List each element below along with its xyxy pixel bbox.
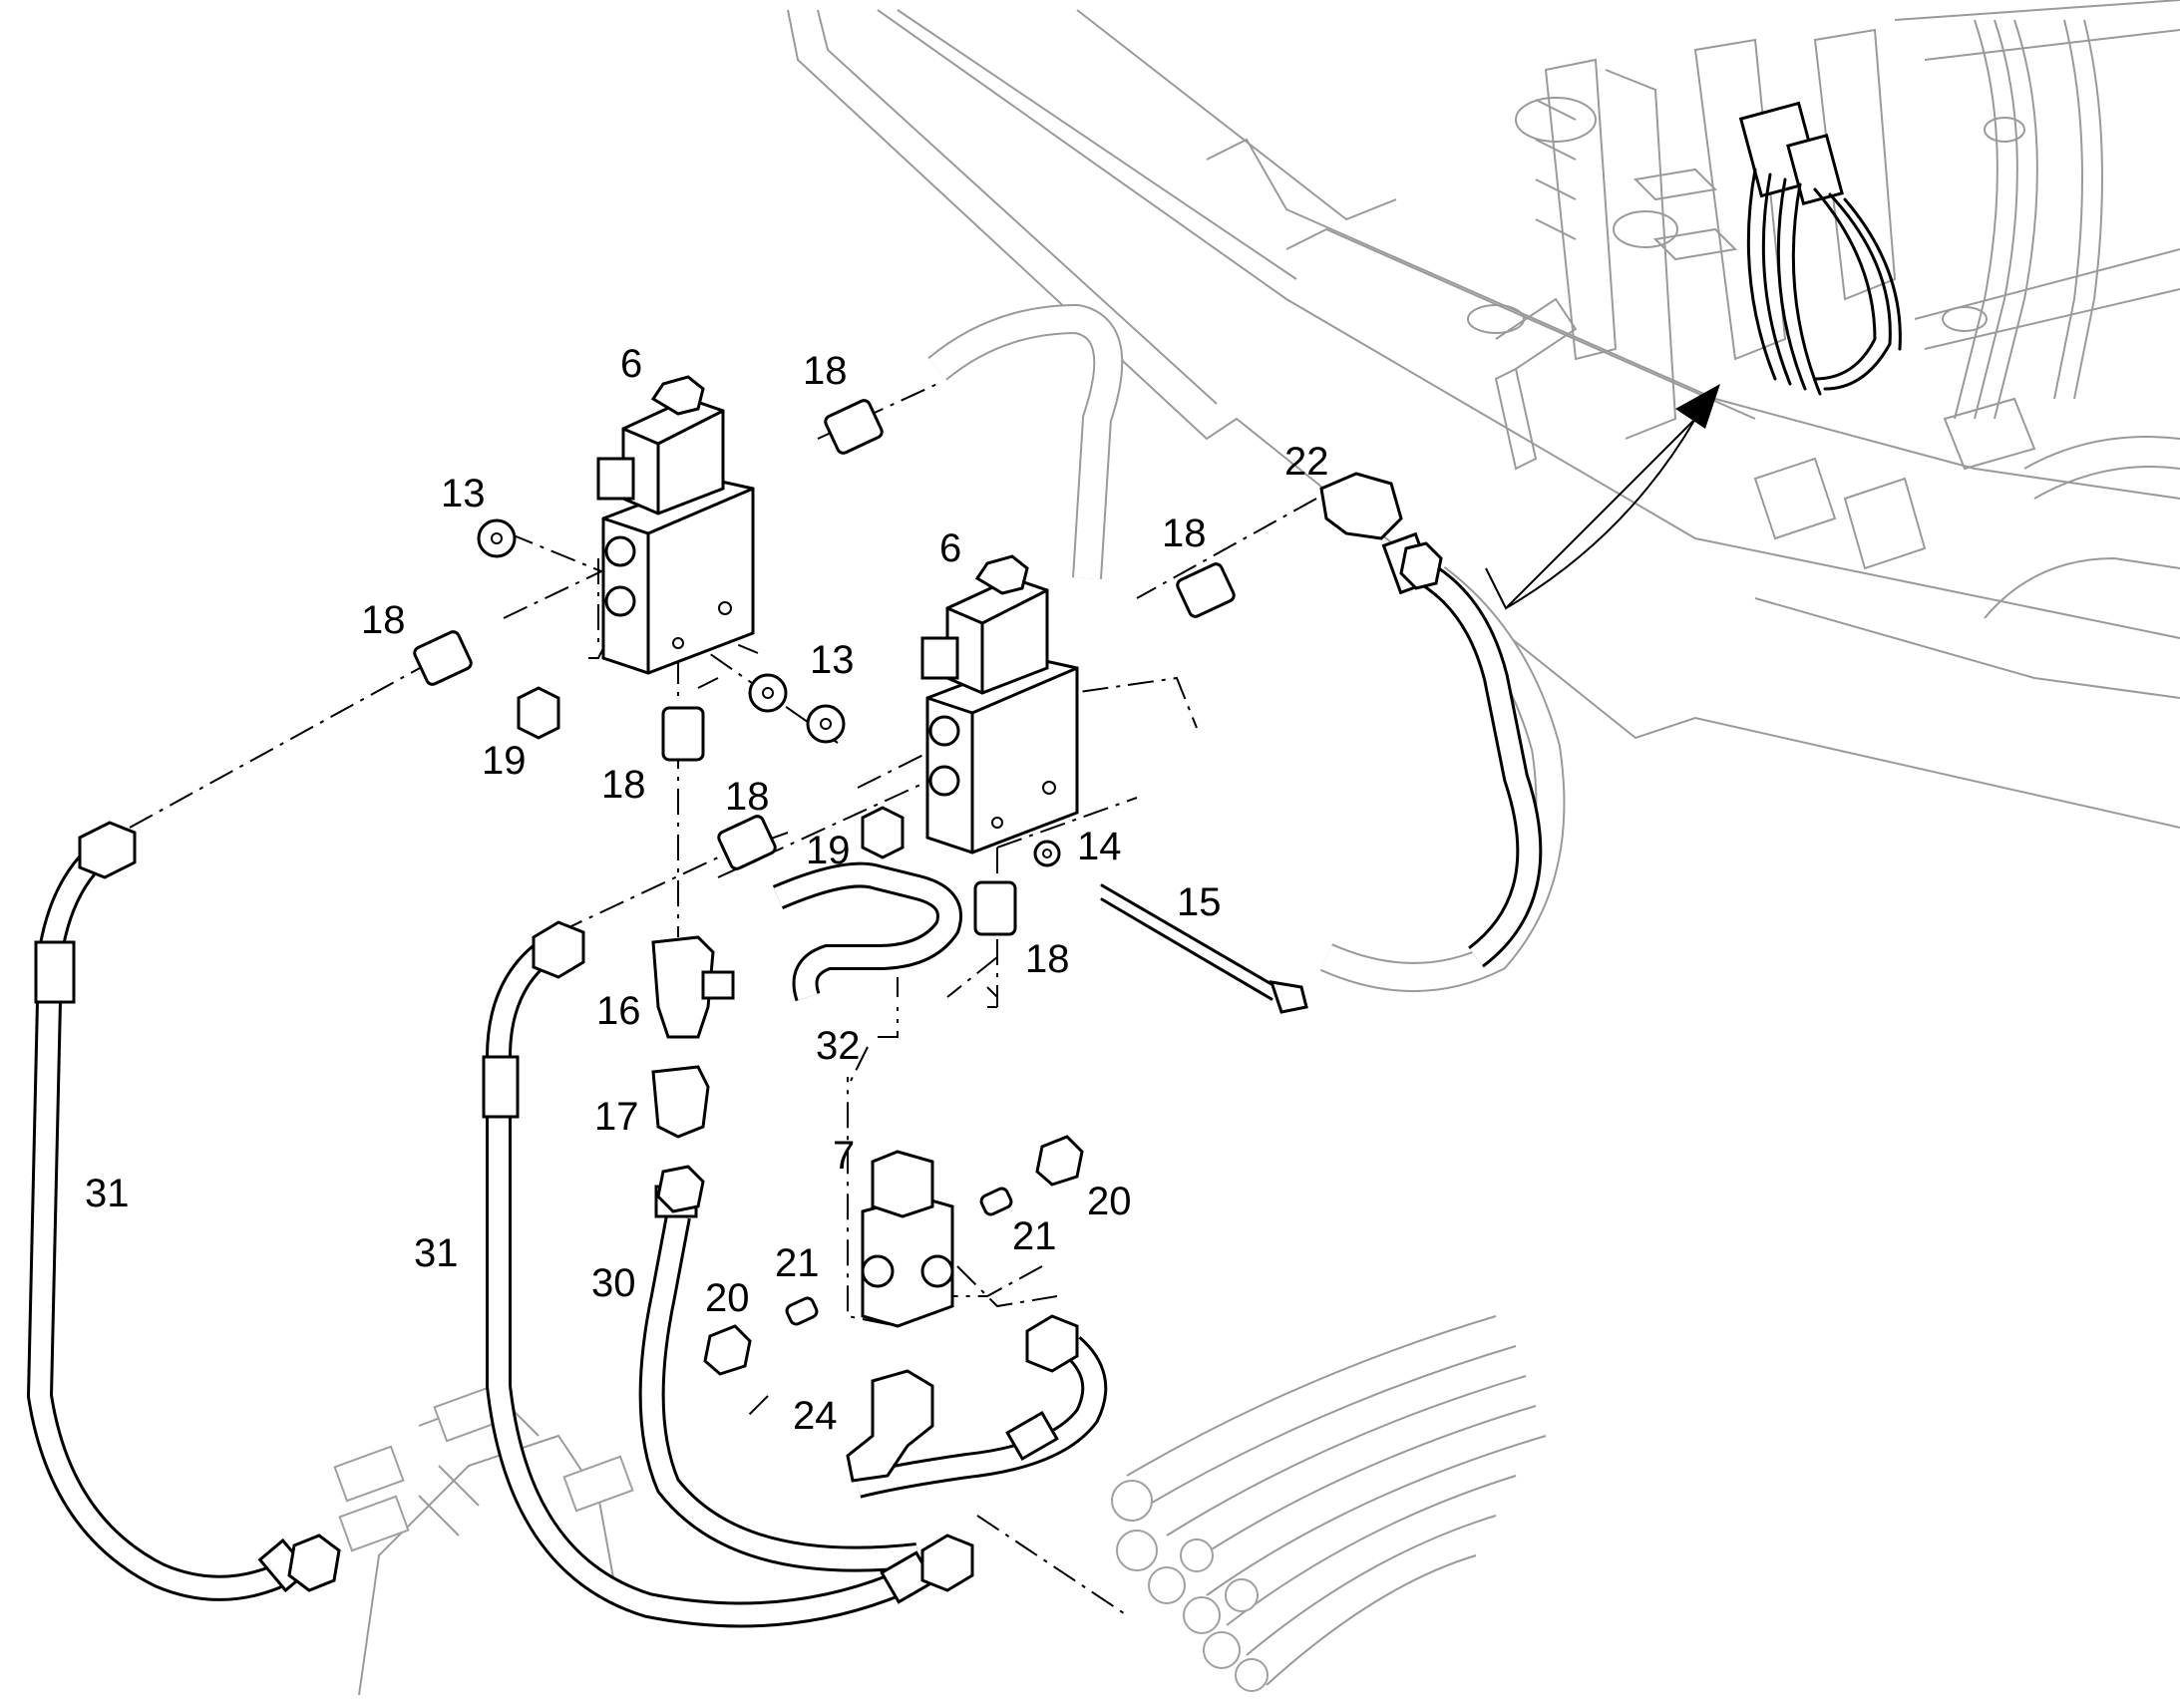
callout-20: 20 — [705, 1276, 750, 1320]
callout-24: 24 — [793, 1394, 838, 1438]
callout-18: 18 — [1162, 512, 1207, 555]
hoses — [26, 531, 1543, 1628]
callout-6: 6 — [939, 526, 961, 570]
hose-end-fittings — [78, 541, 1443, 1592]
callout-18: 18 — [1025, 937, 1070, 981]
callout-21: 21 — [1012, 1214, 1057, 1258]
callout-6: 6 — [620, 342, 642, 386]
callout-21: 21 — [775, 1241, 820, 1285]
callout-32: 32 — [816, 1024, 861, 1068]
callout-15: 15 — [1177, 880, 1222, 924]
small-fittings — [413, 399, 1403, 1483]
callout-18: 18 — [803, 349, 848, 393]
callout-22: 22 — [1284, 440, 1329, 484]
callout-19: 19 — [806, 829, 851, 872]
callout-20: 20 — [1087, 1180, 1132, 1223]
callout-14: 14 — [1077, 825, 1122, 868]
callout-19: 19 — [482, 739, 527, 783]
solenoid-valve-lower — [920, 554, 1079, 854]
callout-7: 7 — [833, 1134, 855, 1178]
callout-31: 31 — [414, 1231, 459, 1275]
callout-31: 31 — [85, 1172, 130, 1215]
callout-18: 18 — [601, 763, 646, 807]
ghost-hoses — [927, 303, 1566, 992]
callout-13: 13 — [810, 638, 855, 682]
callout-18: 18 — [361, 598, 406, 642]
solenoid-valve-upper — [596, 375, 755, 675]
callout-16: 16 — [596, 989, 641, 1033]
callout-labels: 6 18 13 18 19 18 6 18 22 13 18 19 14 15 … — [85, 342, 1329, 1438]
installed-valve-assembly — [1738, 101, 1902, 396]
callout-13: 13 — [441, 472, 486, 515]
callout-17: 17 — [594, 1095, 639, 1139]
location-arrow — [1485, 384, 1720, 610]
callout-18: 18 — [725, 775, 770, 819]
machine-frame-background — [787, 0, 2180, 829]
ghost-hose-bundle — [1111, 1315, 1547, 1692]
ghost-block-lower-left — [333, 1385, 634, 1696]
callout-30: 30 — [591, 1261, 636, 1305]
